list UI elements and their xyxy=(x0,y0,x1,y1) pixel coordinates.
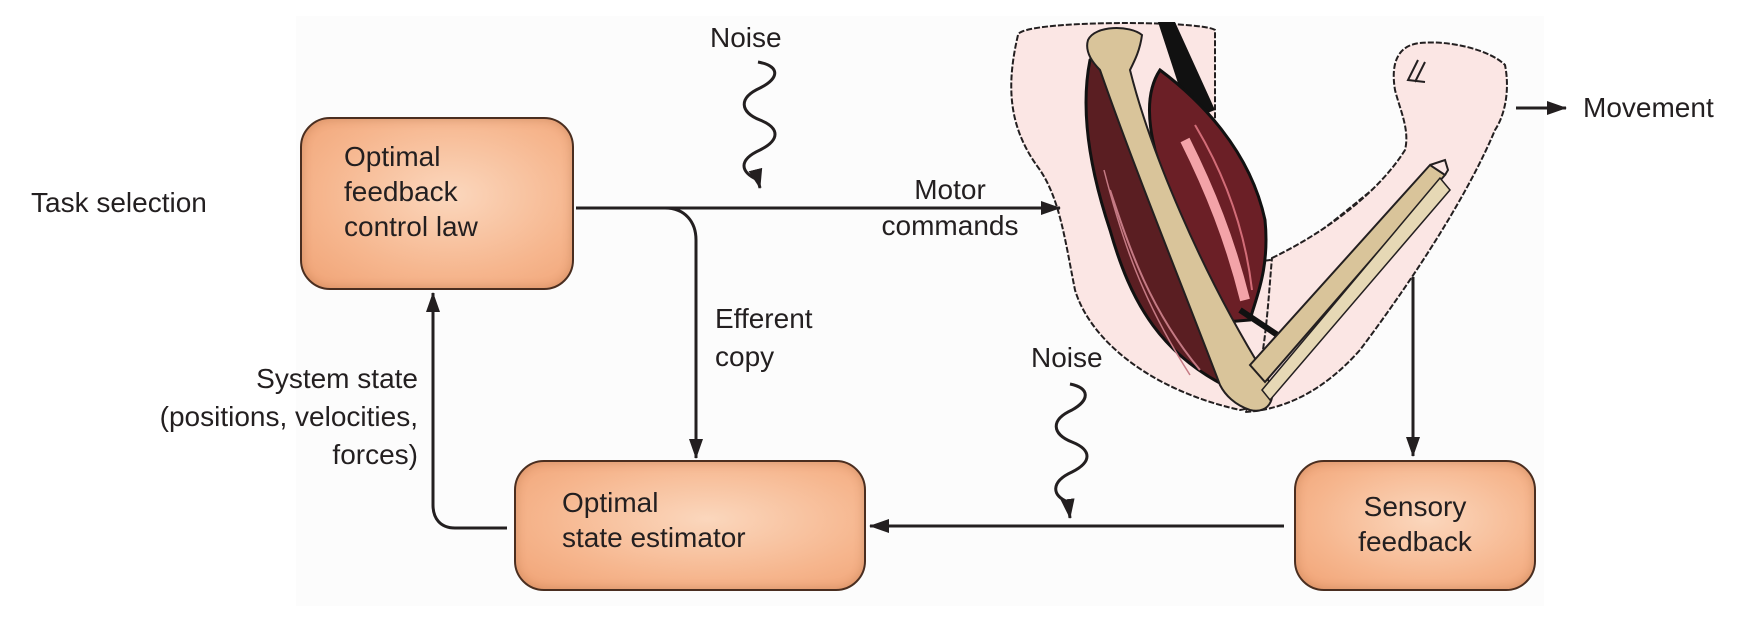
biceps-tendon xyxy=(1158,22,1215,120)
motor-commands-label: Motor commands xyxy=(860,172,1040,244)
state-estimator-line1: Optimal xyxy=(562,487,659,518)
control-law-box: Optimal feedback control law xyxy=(300,117,574,290)
efferent-copy-line1: Efferent xyxy=(715,303,813,334)
sensory-feedback-line2: feedback xyxy=(1358,526,1472,557)
system-state-arrow xyxy=(426,292,507,530)
control-law-line1: Optimal xyxy=(344,141,441,172)
ulna-bone xyxy=(1261,176,1451,402)
state-estimator-box: Optimal state estimator xyxy=(514,460,866,591)
system-state-label: System state (positions, velocities, for… xyxy=(100,360,418,474)
noise-top-squiggle-icon xyxy=(742,60,777,189)
noise-bottom-squiggle-icon xyxy=(1054,382,1089,519)
motor-commands-line2: commands xyxy=(881,210,1019,241)
state-estimator-line2: state estimator xyxy=(562,522,746,553)
fist-detail xyxy=(1406,59,1426,83)
control-law-line2: feedback xyxy=(344,176,458,207)
sensory-feedback-line1: Sensory xyxy=(1363,491,1467,522)
noise-bottom-label: Noise xyxy=(1031,342,1103,373)
control-law-line3: control law xyxy=(344,211,478,242)
humerus-bone xyxy=(1086,27,1274,412)
motor-commands-line1: Motor xyxy=(914,174,986,205)
movement-label: Movement xyxy=(1583,92,1714,123)
system-state-line2: (positions, velocities, xyxy=(159,401,418,432)
arm-muscle-icon xyxy=(1010,22,1508,414)
sensory-feedback-box: Sensory feedback xyxy=(1294,460,1536,591)
noise-top-label: Noise xyxy=(710,22,782,53)
task-selection-label: Task selection xyxy=(31,187,207,218)
system-state-line3: forces) xyxy=(332,439,418,470)
efferent-copy-label: Efferent copy xyxy=(715,300,813,376)
efferent-copy-arrow xyxy=(664,206,703,459)
system-state-line1: System state xyxy=(256,363,418,394)
efferent-copy-line2: copy xyxy=(715,341,775,372)
